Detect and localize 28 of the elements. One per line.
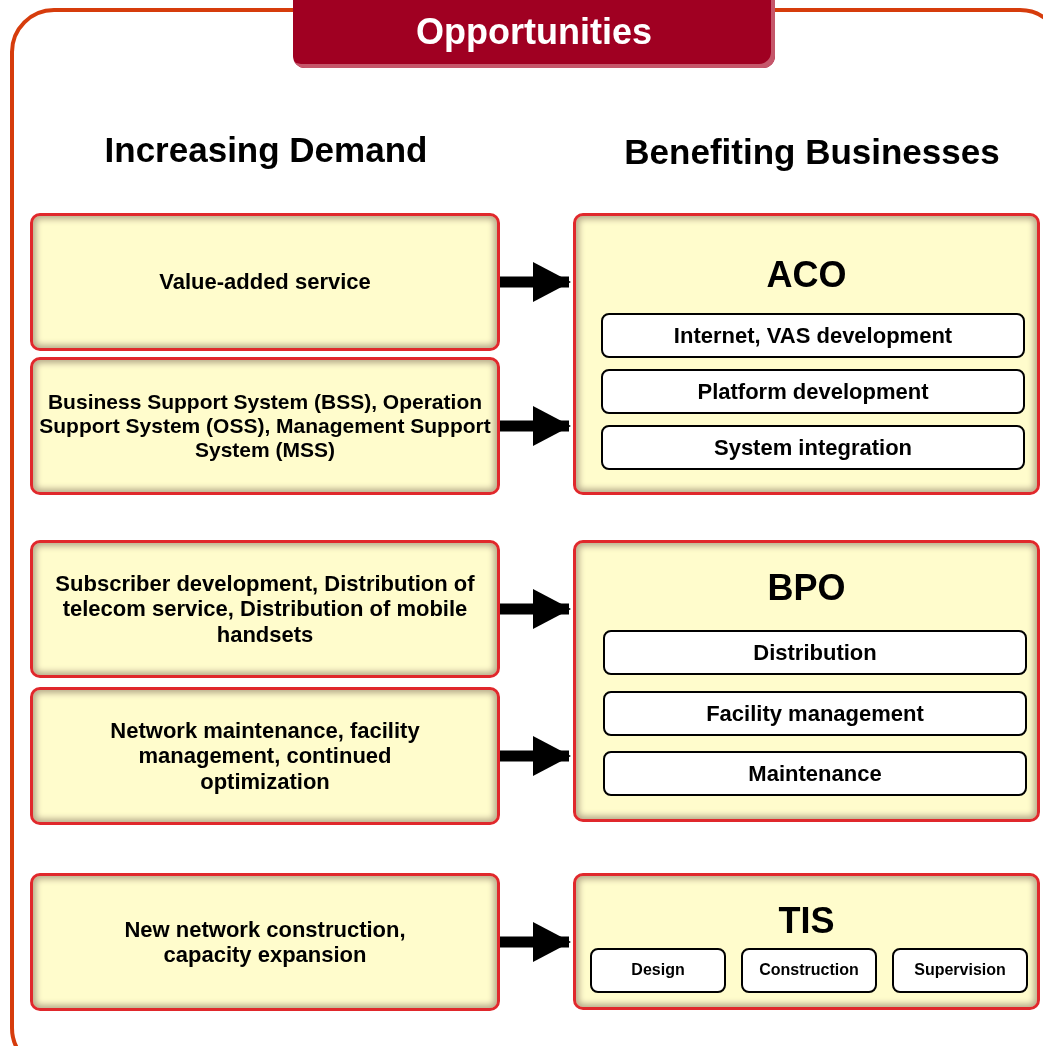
item-box: Design (590, 948, 726, 993)
group-heading: BPO (766, 567, 847, 609)
process-box: Business Support System (BSS), Operation Support System (OSS), Management Support System (MSS) (30, 357, 500, 495)
item-box: Facility management (603, 691, 1027, 736)
item-box: Maintenance (603, 751, 1027, 796)
group-box (573, 540, 1040, 822)
group-box (573, 873, 1040, 1010)
process-box: New network construction, capacity expansion (30, 873, 500, 1011)
item-box: Platform development (601, 369, 1025, 414)
arrow (500, 406, 571, 446)
arrow (500, 736, 571, 776)
item-box: Construction (741, 948, 877, 993)
title-banner: Opportunities (293, 0, 775, 68)
item-box: Supervision (892, 948, 1028, 993)
item-box: Distribution (603, 630, 1027, 675)
group-heading: TIS (777, 900, 836, 942)
item-box: Internet, VAS development (601, 313, 1025, 358)
group-heading: ACO (765, 254, 848, 296)
arrow (500, 589, 571, 629)
process-box: Value-added service (30, 213, 500, 351)
column-heading: Benefiting Businesses (624, 132, 1000, 172)
group-box (573, 213, 1040, 495)
process-box: Network maintenance, facility management, continued optimization (30, 687, 500, 825)
item-box: System integration (601, 425, 1025, 470)
arrow (500, 262, 571, 302)
column-heading: Increasing Demand (104, 130, 428, 170)
arrow (500, 922, 571, 962)
process-box: Subscriber development, Distribution of telecom service, Distribution of mobile handsets (30, 540, 500, 678)
